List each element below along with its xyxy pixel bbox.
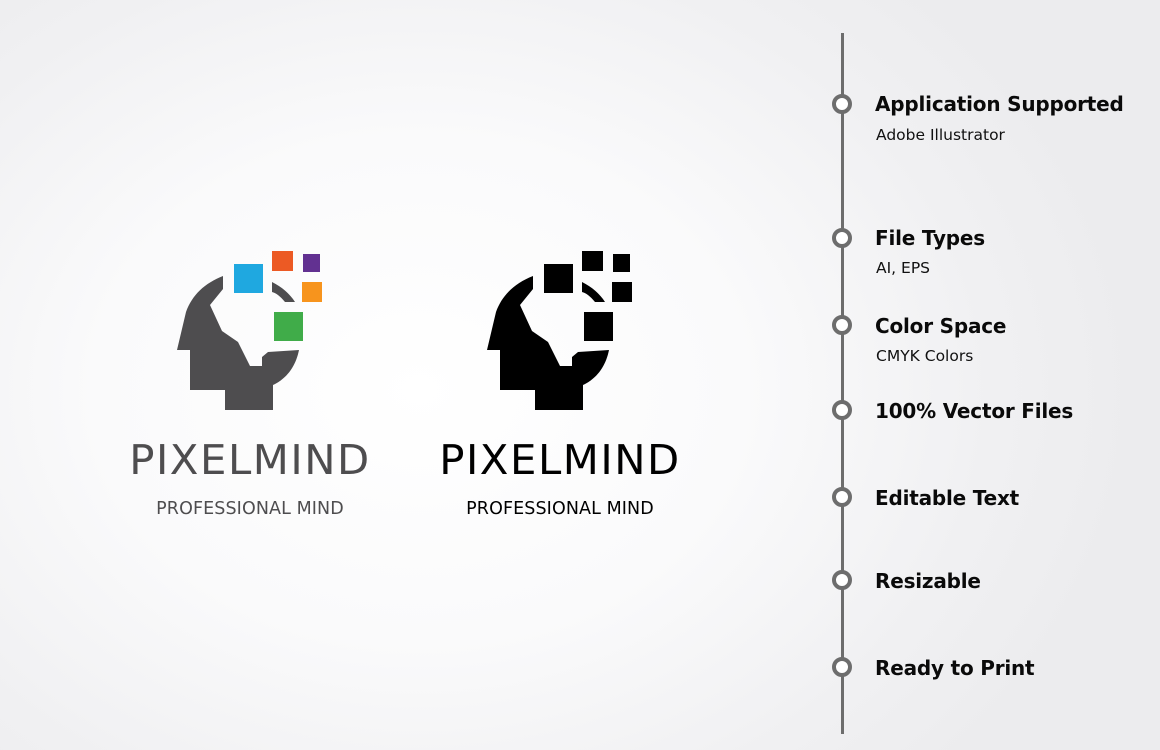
feature-title: 100% Vector Files — [875, 399, 1074, 423]
feature-subtitle: AI, EPS — [876, 259, 931, 277]
timeline-line — [840, 33, 844, 734]
logo-wordmark-black: PIXELMIND — [439, 436, 681, 484]
feature-title: Ready to Print — [875, 656, 1035, 680]
feature-subtitle: Adobe Illustrator — [876, 126, 1005, 144]
logo-wordmark-color: PIXELMIND — [129, 436, 371, 484]
pixel-square-purple — [303, 254, 320, 272]
feature-title: Resizable — [875, 569, 981, 593]
pixel-square-blue — [234, 264, 263, 293]
feature-title: Application Supported — [875, 92, 1124, 116]
timeline-node-icon — [832, 570, 852, 590]
timeline-node-icon — [832, 94, 852, 114]
pixel-square-green — [274, 312, 303, 341]
timeline-node-icon — [832, 228, 852, 248]
timeline-node-icon — [832, 400, 852, 420]
feature-title: Editable Text — [875, 486, 1020, 510]
pixel-square-red-orange — [272, 251, 293, 271]
logo-tagline-color: PROFESSIONAL MIND — [156, 499, 344, 519]
pixel-square-orange — [302, 282, 322, 302]
feature-title: Color Space — [875, 314, 1007, 338]
timeline-node-icon — [832, 487, 852, 507]
head-with-pixels-icon-black — [487, 251, 632, 410]
feature-title: File Types — [875, 226, 985, 250]
logo-tagline-black: PROFESSIONAL MIND — [466, 499, 654, 519]
feature-subtitle: CMYK Colors — [876, 347, 974, 365]
timeline-node-icon — [832, 657, 852, 677]
timeline-node-icon — [832, 315, 852, 335]
